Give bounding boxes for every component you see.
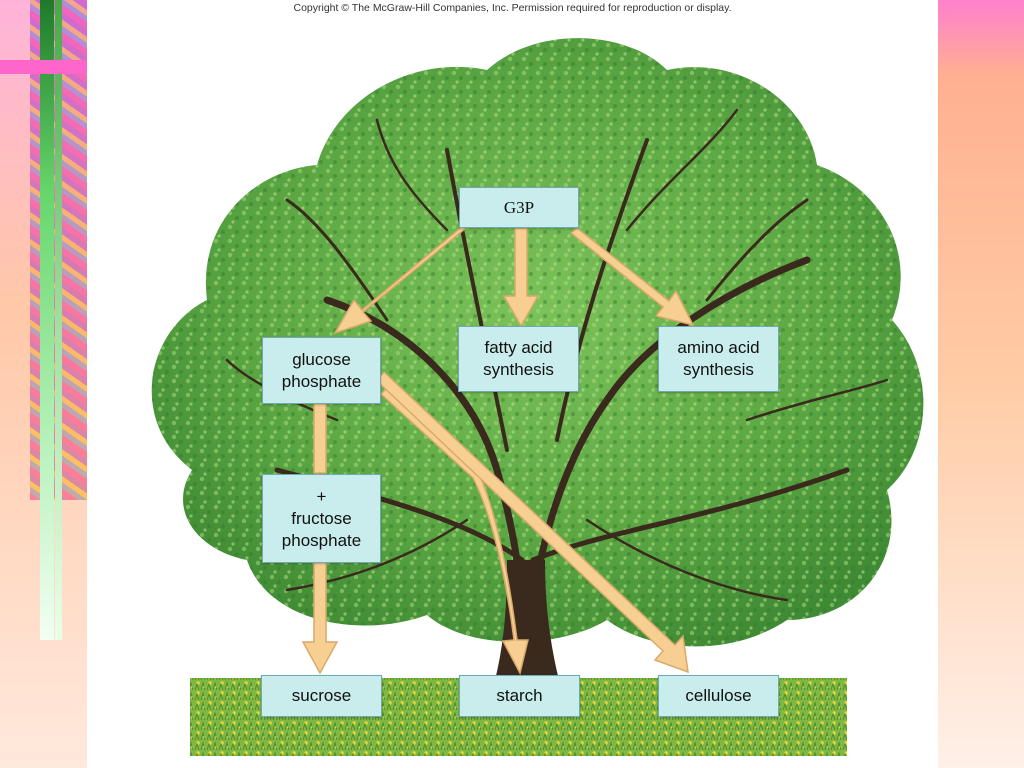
node-fatty-acid-synthesis: fatty acid synthesis xyxy=(458,326,579,392)
slide-right-band xyxy=(938,0,1024,768)
node-g3p: G3P xyxy=(459,187,579,228)
node-amino-acid-synthesis: amino acid synthesis xyxy=(658,326,779,392)
node-sucrose: sucrose xyxy=(261,675,382,717)
node-fructose-phosphate: + fructose phosphate xyxy=(262,474,381,563)
node-cellulose: cellulose xyxy=(658,675,779,717)
arrow-fructose-to-sucrose xyxy=(301,560,339,675)
arrow-g3p-to-fatty-acid xyxy=(502,227,540,328)
decorative-pink-bar xyxy=(0,60,90,74)
node-starch: starch xyxy=(459,675,580,717)
arrow-g3p-to-glucose-phosphate xyxy=(333,223,468,335)
decorative-green-bar-thin xyxy=(55,0,62,640)
arrow-glucose-to-fructose xyxy=(313,402,327,474)
copyright-notice: Copyright © The McGraw-Hill Companies, I… xyxy=(293,2,732,14)
arrow-g3p-to-amino-acid xyxy=(569,227,695,327)
node-glucose-phosphate: glucose phosphate xyxy=(262,337,381,404)
figure-panel: Copyright © The McGraw-Hill Companies, I… xyxy=(87,0,938,768)
pathway-arrows xyxy=(301,223,695,676)
arrow-glucose-to-cellulose xyxy=(375,370,689,674)
decorative-green-bar xyxy=(40,0,54,640)
arrow-glucose-to-starch xyxy=(379,386,529,676)
